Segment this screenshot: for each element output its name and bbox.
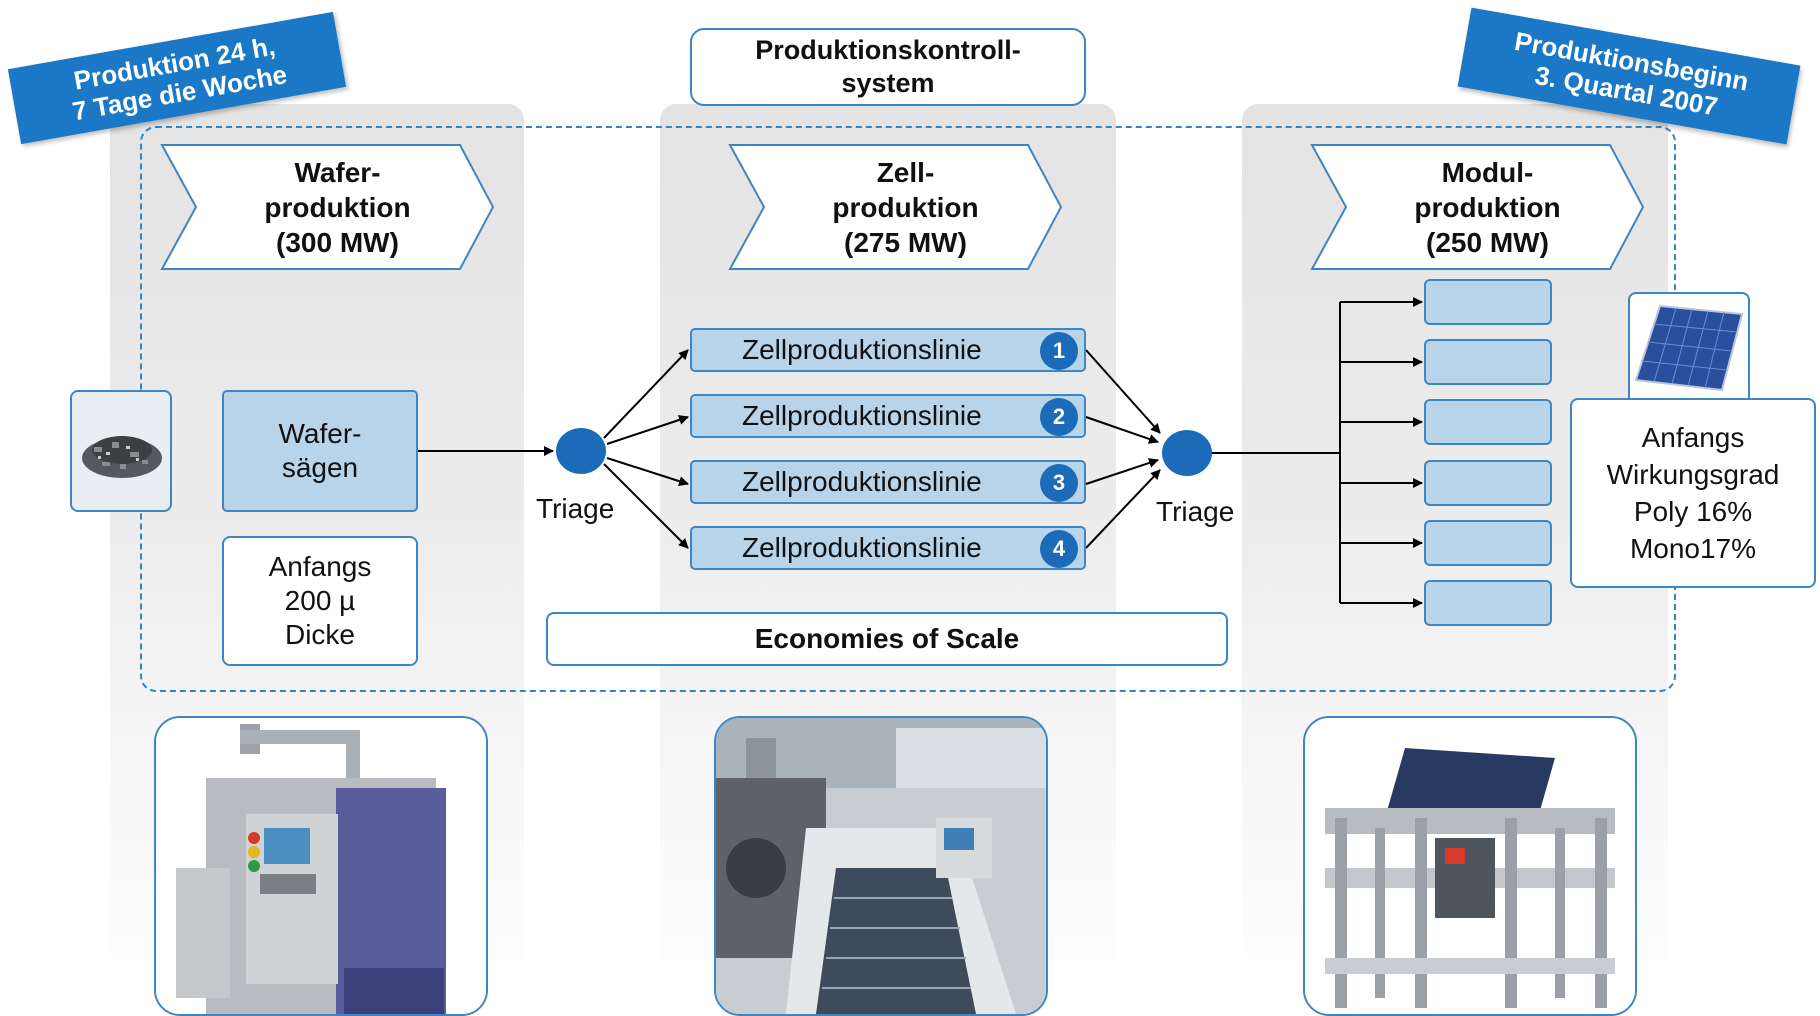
wafer-thickness-label: Anfangs 200 µ Dicke [268,551,372,650]
cell-line-4: Zellproduktionslinie 4 [690,526,1086,570]
line3-to-triage-arrow [1085,458,1159,485]
wafer-saw-machine-photo [154,716,488,1016]
line-number-badge: 2 [1040,398,1078,436]
stage-cell-label: Zell- produktion (275 MW) [832,156,979,258]
cell-line-machine-icon [716,718,1046,1014]
triage-to-line4-arrow [603,463,689,549]
triage-node-2 [1162,430,1212,476]
wafer-saw-machine-icon [156,718,486,1014]
triage-to-line2-arrow [606,415,689,445]
cell-line-label: Zellproduktionslinie [742,466,982,497]
line-number-badge: 3 [1040,464,1078,502]
module-line-box [1424,520,1552,566]
silicon-chunks-icon [82,436,162,478]
efficiency-box: Anfangs Wirkungsgrad Poly 16% Mono17% [1570,398,1816,588]
line1-to-triage-arrow [1085,349,1161,434]
solar-panel-icon [1634,304,1744,392]
solar-panel-photo [1628,292,1750,406]
line-number-badge: 4 [1040,530,1078,568]
module-line-box [1424,580,1552,626]
line-number-badge: 1 [1040,332,1078,370]
stage-module-chevron: Modul- produktion (250 MW) [1310,143,1645,271]
module-line-box [1424,460,1552,506]
economies-of-scale-box: Economies of Scale [546,612,1228,666]
module-line-box [1424,339,1552,385]
control-system-label: Produktionskontroll- system [755,35,1021,98]
silicon-chunks-photo [70,390,172,512]
cell-line-2: Zellproduktionslinie 2 [690,394,1086,438]
line2-to-triage-arrow [1085,416,1159,444]
line4-to-triage-arrow [1085,469,1161,549]
stage-module-label: Modul- produktion (250 MW) [1414,156,1561,258]
triage-node-1 [556,428,606,474]
cell-line-label: Zellproduktionslinie [742,334,982,365]
module-line-box [1424,279,1552,325]
stage-cell-chevron: Zell- produktion (275 MW) [728,143,1063,271]
chevron-shape-icon [728,144,1063,270]
stage-wafer-label: Wafer- produktion (300 MW) [264,156,411,258]
wafer-thickness-box: Anfangs 200 µ Dicke [222,536,418,666]
module-line-box [1424,399,1552,445]
triage-label-2: Triage [1156,496,1235,527]
triage-label-1: Triage [536,493,615,524]
wafer-saw-box: Wafer- sägen [222,390,418,512]
efficiency-label: Anfangs Wirkungsgrad Poly 16% Mono17% [1606,422,1780,564]
module-assembly-machine-photo [1303,716,1637,1016]
wafer-saw-label: Wafer- sägen [278,418,362,483]
cell-line-label: Zellproduktionslinie [742,400,982,431]
cell-line-label: Zellproduktionslinie [742,532,982,563]
cell-line-machine-photo [714,716,1048,1016]
module-assembly-machine-icon [1305,718,1635,1014]
control-system-box: Produktionskontroll- system [690,28,1086,106]
triage-to-line1-arrow [603,349,689,439]
cell-line-3: Zellproduktionslinie 3 [690,460,1086,504]
stage-wafer-chevron: Wafer- produktion (300 MW) [160,143,495,271]
cell-line-1: Zellproduktionslinie 1 [690,328,1086,372]
chevron-shape-icon [1310,144,1645,270]
economies-of-scale-label: Economies of Scale [754,623,1020,654]
triage-to-line3-arrow [606,457,689,487]
chevron-shape-icon [160,144,495,270]
